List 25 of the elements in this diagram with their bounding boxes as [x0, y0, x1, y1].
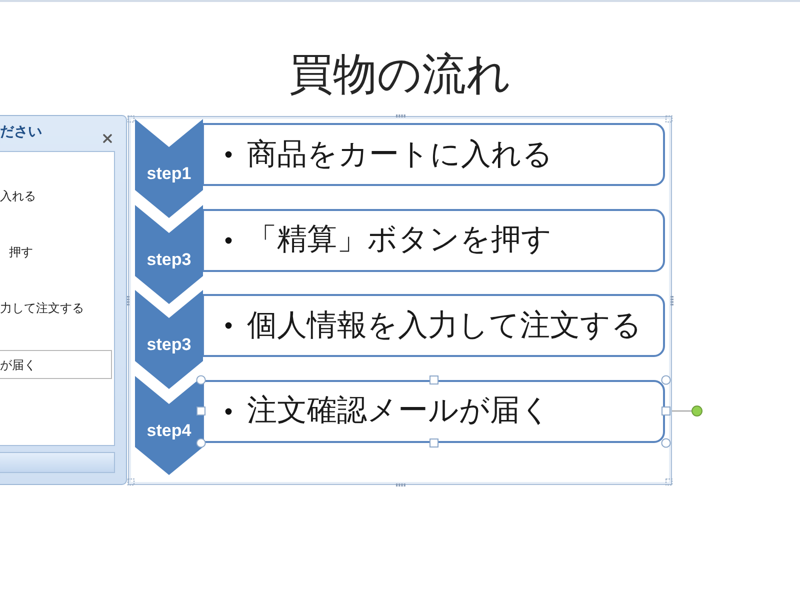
- text-pane: [0, 115, 127, 485]
- chevron-shape: [135, 376, 203, 474]
- chevron-shape: [135, 290, 203, 389]
- status-bar: [0, 452, 115, 473]
- chevron-shape: [135, 204, 203, 304]
- diagram-title: 買物の流れ: [289, 49, 511, 101]
- step-text: 商品をカートに入れる: [247, 136, 553, 172]
- step-label: step3: [146, 248, 192, 270]
- step-label: step3: [146, 334, 192, 356]
- pane-item: が届く: [0, 357, 36, 373]
- pane-item: 押す: [9, 244, 33, 260]
- pane-item: 力して注文する: [0, 300, 84, 316]
- chevron-shape: [135, 119, 203, 218]
- selected-row: [0, 350, 112, 379]
- step-text: 注文確認メールが届く: [247, 393, 551, 429]
- pane-item: 入れる: [0, 188, 36, 204]
- step-box: [202, 123, 665, 186]
- step-box: [202, 294, 665, 357]
- step-box: [202, 208, 665, 272]
- step-label: step4: [146, 420, 192, 442]
- step-text: 個人情報を入力して注文する: [247, 308, 642, 344]
- pane-heading: ださい: [0, 122, 42, 141]
- step-label: step1: [146, 163, 192, 185]
- step-text: 「精算」ボタンを押す: [247, 222, 552, 258]
- step-box: [202, 380, 665, 442]
